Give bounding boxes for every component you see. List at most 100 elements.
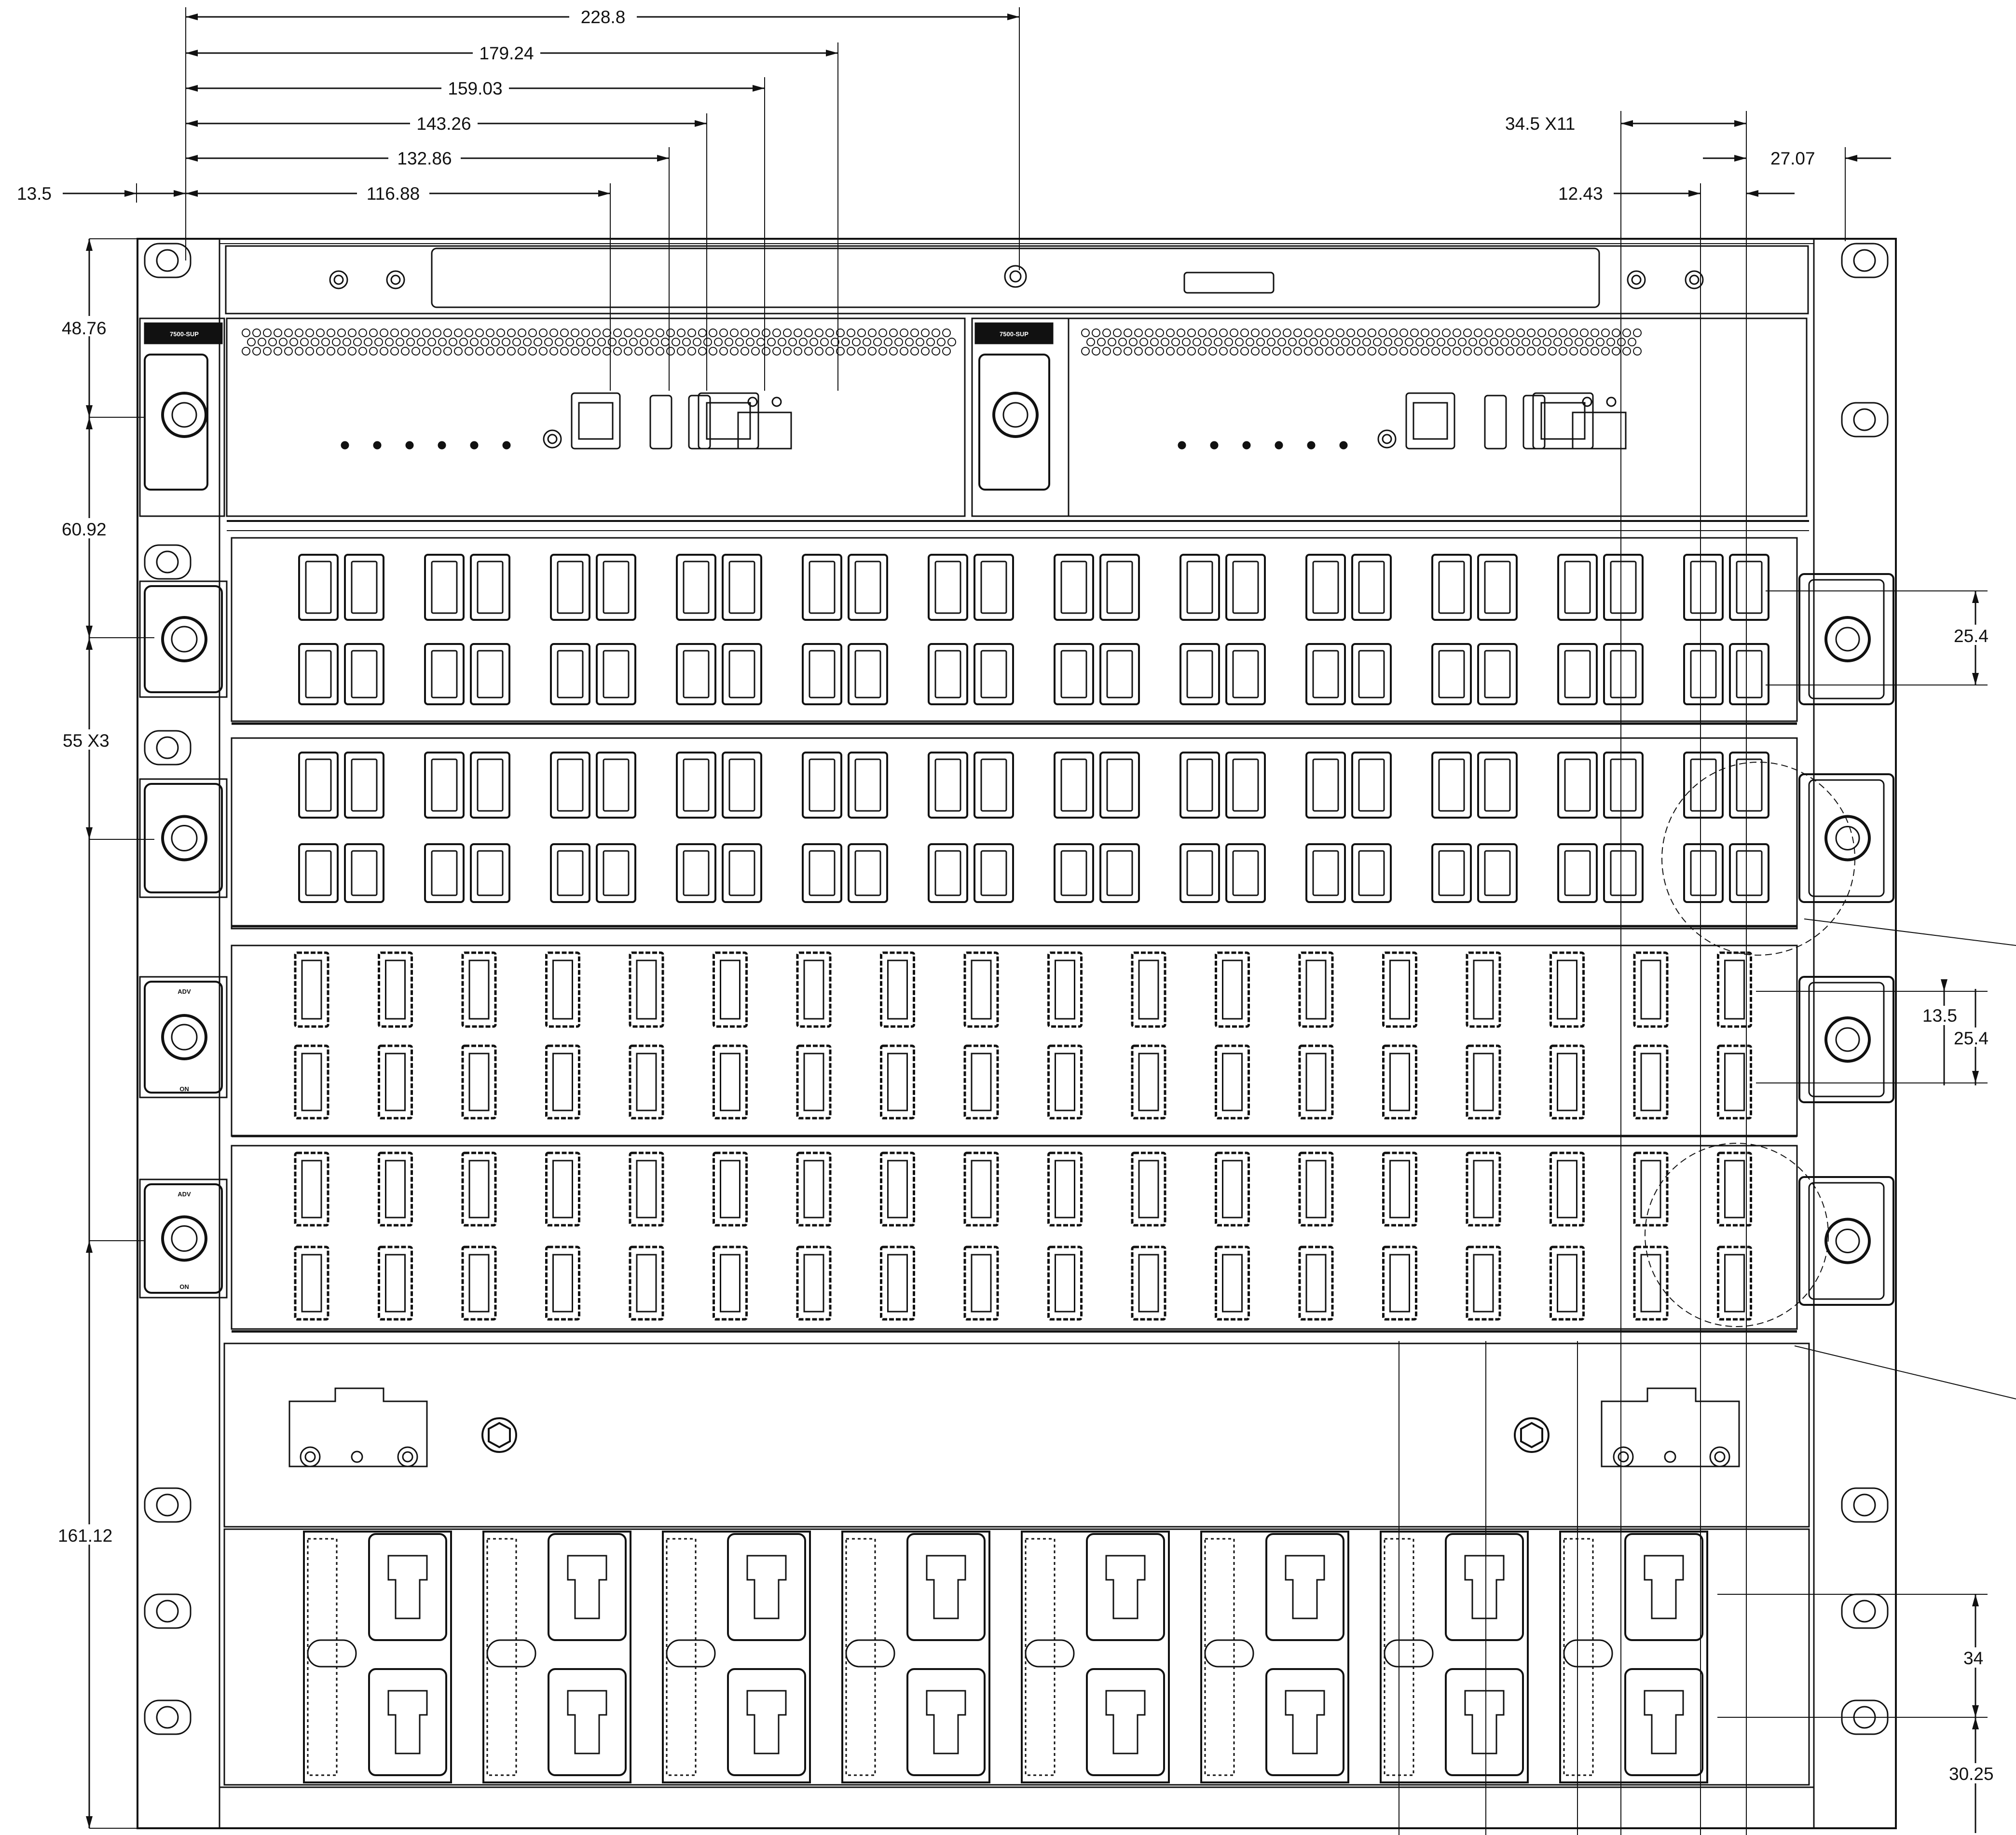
vent-hole bbox=[1256, 338, 1265, 346]
qsfp-port-inner bbox=[1060, 758, 1087, 812]
sfp-port bbox=[629, 1246, 664, 1321]
qsfp-port-inner bbox=[1060, 650, 1087, 698]
qsfp-port-inner bbox=[603, 561, 630, 614]
vent-hole bbox=[1516, 329, 1525, 337]
dim-right-0: 25.4 bbox=[1954, 626, 1989, 646]
vent-hole bbox=[348, 329, 357, 337]
status-led bbox=[373, 441, 382, 450]
vent-hole bbox=[1124, 347, 1132, 356]
vent-hole bbox=[252, 329, 261, 337]
vent-hole bbox=[608, 338, 617, 346]
vent-hole bbox=[645, 347, 654, 356]
sfp-port-inner bbox=[1557, 1053, 1577, 1111]
sfp-port-inner bbox=[1724, 959, 1745, 1020]
sfp-port-inner bbox=[1389, 1053, 1410, 1111]
sfp-port-inner bbox=[803, 1254, 824, 1313]
ac-inlet-socket bbox=[1285, 1555, 1325, 1619]
sfp-port-inner bbox=[1055, 1053, 1075, 1111]
sfp-port bbox=[1298, 1246, 1334, 1321]
sfp-port bbox=[1131, 1246, 1166, 1321]
vent-hole bbox=[804, 347, 813, 356]
qsfp-port bbox=[1683, 843, 1724, 903]
sfp-port bbox=[1131, 1044, 1166, 1120]
vent-hole bbox=[343, 338, 351, 346]
rj45-port-inner bbox=[1413, 402, 1448, 440]
psu-fan-grille bbox=[845, 1538, 876, 1776]
qsfp-port-inner bbox=[1564, 758, 1591, 812]
qsfp-port bbox=[1054, 643, 1094, 705]
qsfp-port bbox=[596, 843, 636, 903]
vent-hole bbox=[1575, 338, 1583, 346]
vent-hole bbox=[242, 329, 250, 337]
ear-hole bbox=[156, 550, 179, 574]
vent-hole bbox=[1569, 329, 1578, 337]
sfp-port bbox=[1298, 951, 1334, 1028]
detail-circles bbox=[1645, 762, 1855, 1327]
qsfp-port bbox=[1099, 554, 1140, 621]
dim-top-4: 132.86 bbox=[397, 149, 452, 168]
qsfp-port bbox=[344, 752, 384, 819]
qsfp-port bbox=[1431, 752, 1472, 819]
qsfp-port bbox=[1557, 843, 1598, 903]
sfp-port-inner bbox=[720, 1160, 741, 1219]
qsfp-port bbox=[344, 843, 384, 903]
latch-handle bbox=[1798, 976, 1894, 1103]
vent-hole bbox=[1102, 329, 1111, 337]
status-led bbox=[1307, 441, 1316, 450]
latch-handle bbox=[144, 1183, 223, 1294]
qsfp-port-inner bbox=[1484, 850, 1511, 896]
status-led bbox=[1275, 441, 1283, 450]
vent-hole bbox=[709, 329, 717, 337]
latch-4-bottom-label: ON bbox=[179, 1283, 189, 1290]
qsfp-port bbox=[1729, 752, 1769, 819]
vent-hole bbox=[825, 329, 834, 337]
psu-handle bbox=[1204, 1639, 1254, 1668]
qsfp-port bbox=[1477, 752, 1518, 819]
qsfp-port bbox=[802, 643, 842, 705]
vent-hole bbox=[857, 347, 866, 356]
latch-3-top-label: ADV bbox=[178, 988, 191, 995]
sfp-port bbox=[796, 951, 832, 1028]
sfp-port bbox=[1633, 951, 1669, 1028]
vent-hole bbox=[942, 329, 951, 337]
vent-hole bbox=[1453, 329, 1461, 337]
chassis-frame bbox=[137, 238, 1897, 1829]
vent-hole bbox=[618, 338, 627, 346]
vent-hole bbox=[1421, 347, 1429, 356]
qsfp-port bbox=[1477, 843, 1518, 903]
latch-housing bbox=[139, 778, 228, 898]
vent-hole bbox=[1336, 347, 1344, 356]
qsfp-port bbox=[298, 752, 339, 819]
vent-hole bbox=[1113, 347, 1122, 356]
vent-hole bbox=[1187, 329, 1196, 337]
vent-hole bbox=[926, 338, 935, 346]
vent-hole bbox=[597, 338, 606, 346]
ear-hole bbox=[156, 1706, 179, 1729]
qsfp-port-inner bbox=[1186, 650, 1213, 698]
vent-hole bbox=[1580, 329, 1589, 337]
sfp-port bbox=[713, 1151, 748, 1227]
qsfp-port-inner bbox=[1232, 850, 1259, 896]
qsfp-port-inner bbox=[431, 650, 458, 698]
sfp-port bbox=[1382, 1246, 1417, 1321]
vent-hole bbox=[1527, 347, 1536, 356]
qsfp-port-inner bbox=[351, 850, 378, 896]
sfp-port-inner bbox=[1055, 1160, 1075, 1219]
vent-hole bbox=[815, 347, 823, 356]
qsfp-port-inner bbox=[934, 758, 961, 812]
vent-hole bbox=[1198, 329, 1207, 337]
reset-button bbox=[543, 429, 562, 449]
vent-hole bbox=[1442, 329, 1451, 337]
qsfp-port bbox=[1603, 643, 1644, 705]
vent-hole bbox=[1262, 329, 1270, 337]
qsfp-port bbox=[1099, 752, 1140, 819]
reset-button bbox=[1377, 429, 1397, 449]
ac-inlet-socket bbox=[926, 1690, 966, 1754]
sfp-port-inner bbox=[1222, 1053, 1243, 1111]
sfp-port-inner bbox=[1473, 959, 1494, 1020]
vent-hole bbox=[1580, 347, 1589, 356]
qsfp-port-inner bbox=[351, 561, 378, 614]
vent-hole bbox=[1118, 338, 1127, 346]
vent-hole bbox=[1251, 347, 1260, 356]
qsfp-port bbox=[424, 752, 465, 819]
